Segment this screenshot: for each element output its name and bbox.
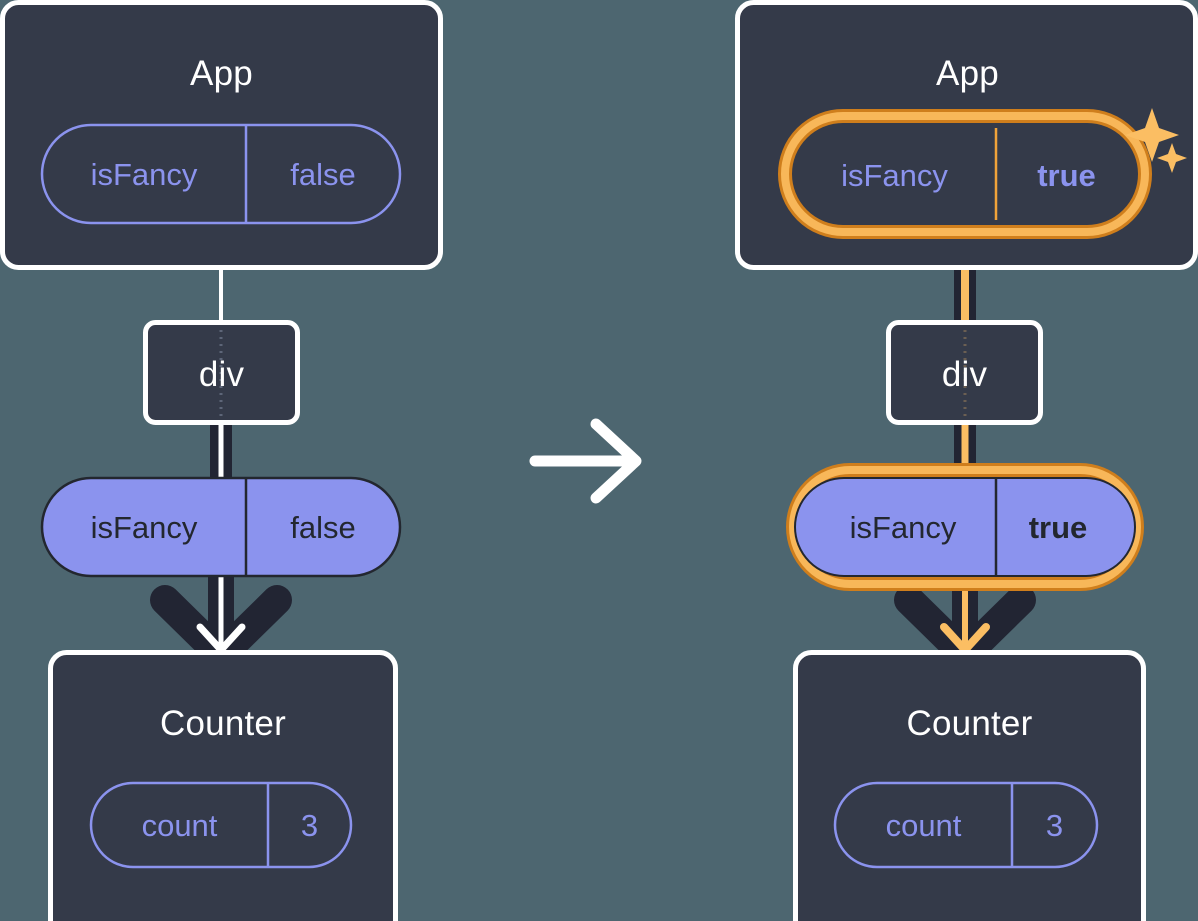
panel-app-right <box>735 0 1198 270</box>
pill-counter-state-right <box>833 781 1099 869</box>
panel-app-left <box>0 0 443 270</box>
pill-passed-prop-right <box>794 477 1136 577</box>
panel-counter-right <box>793 650 1146 921</box>
pill-passed-prop-left <box>40 476 402 578</box>
panel-counter-left <box>48 650 398 921</box>
highlight-ring-inner-app-right <box>781 112 1149 236</box>
highlight-ring-inner-passed-right <box>789 466 1141 588</box>
pill-counter-state-left <box>89 781 353 869</box>
right-arrow-icon <box>529 418 642 504</box>
pill-app-prop-left <box>40 123 402 225</box>
sparkle-icon-app-right <box>1125 108 1187 173</box>
